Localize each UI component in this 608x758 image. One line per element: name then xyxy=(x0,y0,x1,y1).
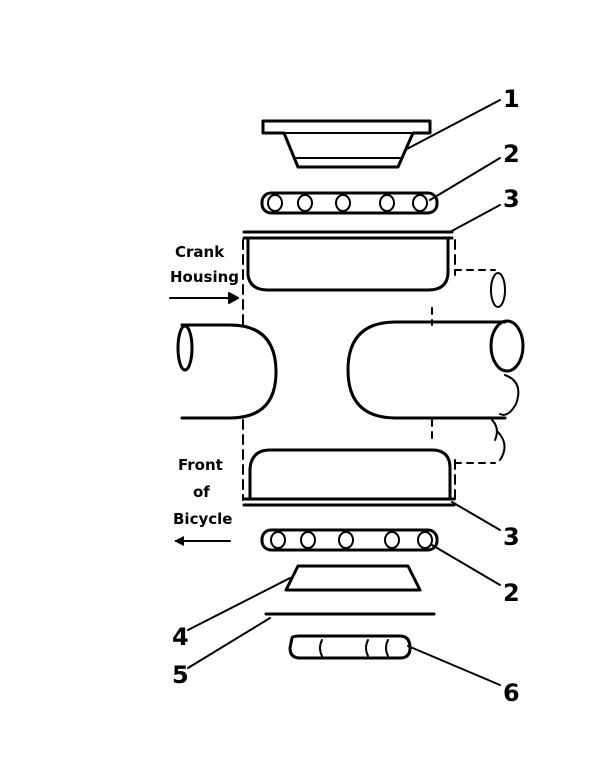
frame-tube-right-top xyxy=(490,272,506,308)
frame-tube-right-bottom xyxy=(491,419,506,461)
part-1-cup xyxy=(261,119,432,169)
callout-1: 1 xyxy=(503,85,520,113)
callout-6: 6 xyxy=(503,679,520,707)
leader-lines xyxy=(187,99,501,686)
label-crank: Crank xyxy=(175,243,225,261)
front-of-bicycle-arrow xyxy=(174,536,231,546)
part-4-washer xyxy=(284,564,422,592)
label-front: Front xyxy=(178,456,223,474)
callout-2-bottom: 2 xyxy=(503,579,520,607)
callout-4: 4 xyxy=(172,623,189,651)
part-6-locknut xyxy=(288,634,412,660)
label-housing: Housing xyxy=(170,268,239,286)
label-of: of xyxy=(193,483,210,501)
part-2-bearing-bottom xyxy=(260,528,439,552)
part-3-cup-bottom xyxy=(242,448,456,507)
part-3-cup-top xyxy=(242,230,454,292)
crank-housing-arrow xyxy=(169,292,239,304)
callout-5: 5 xyxy=(172,661,189,689)
callout-3-bottom: 3 xyxy=(503,523,520,551)
part-2-bearing-top xyxy=(260,191,439,215)
chain-stay-left xyxy=(176,323,278,420)
callout-3-top: 3 xyxy=(503,185,520,213)
callout-2-top: 2 xyxy=(503,140,520,168)
chain-stay-right xyxy=(346,319,525,420)
crank-housing-outline xyxy=(242,239,496,501)
label-bicycle: Bicycle xyxy=(173,510,232,528)
